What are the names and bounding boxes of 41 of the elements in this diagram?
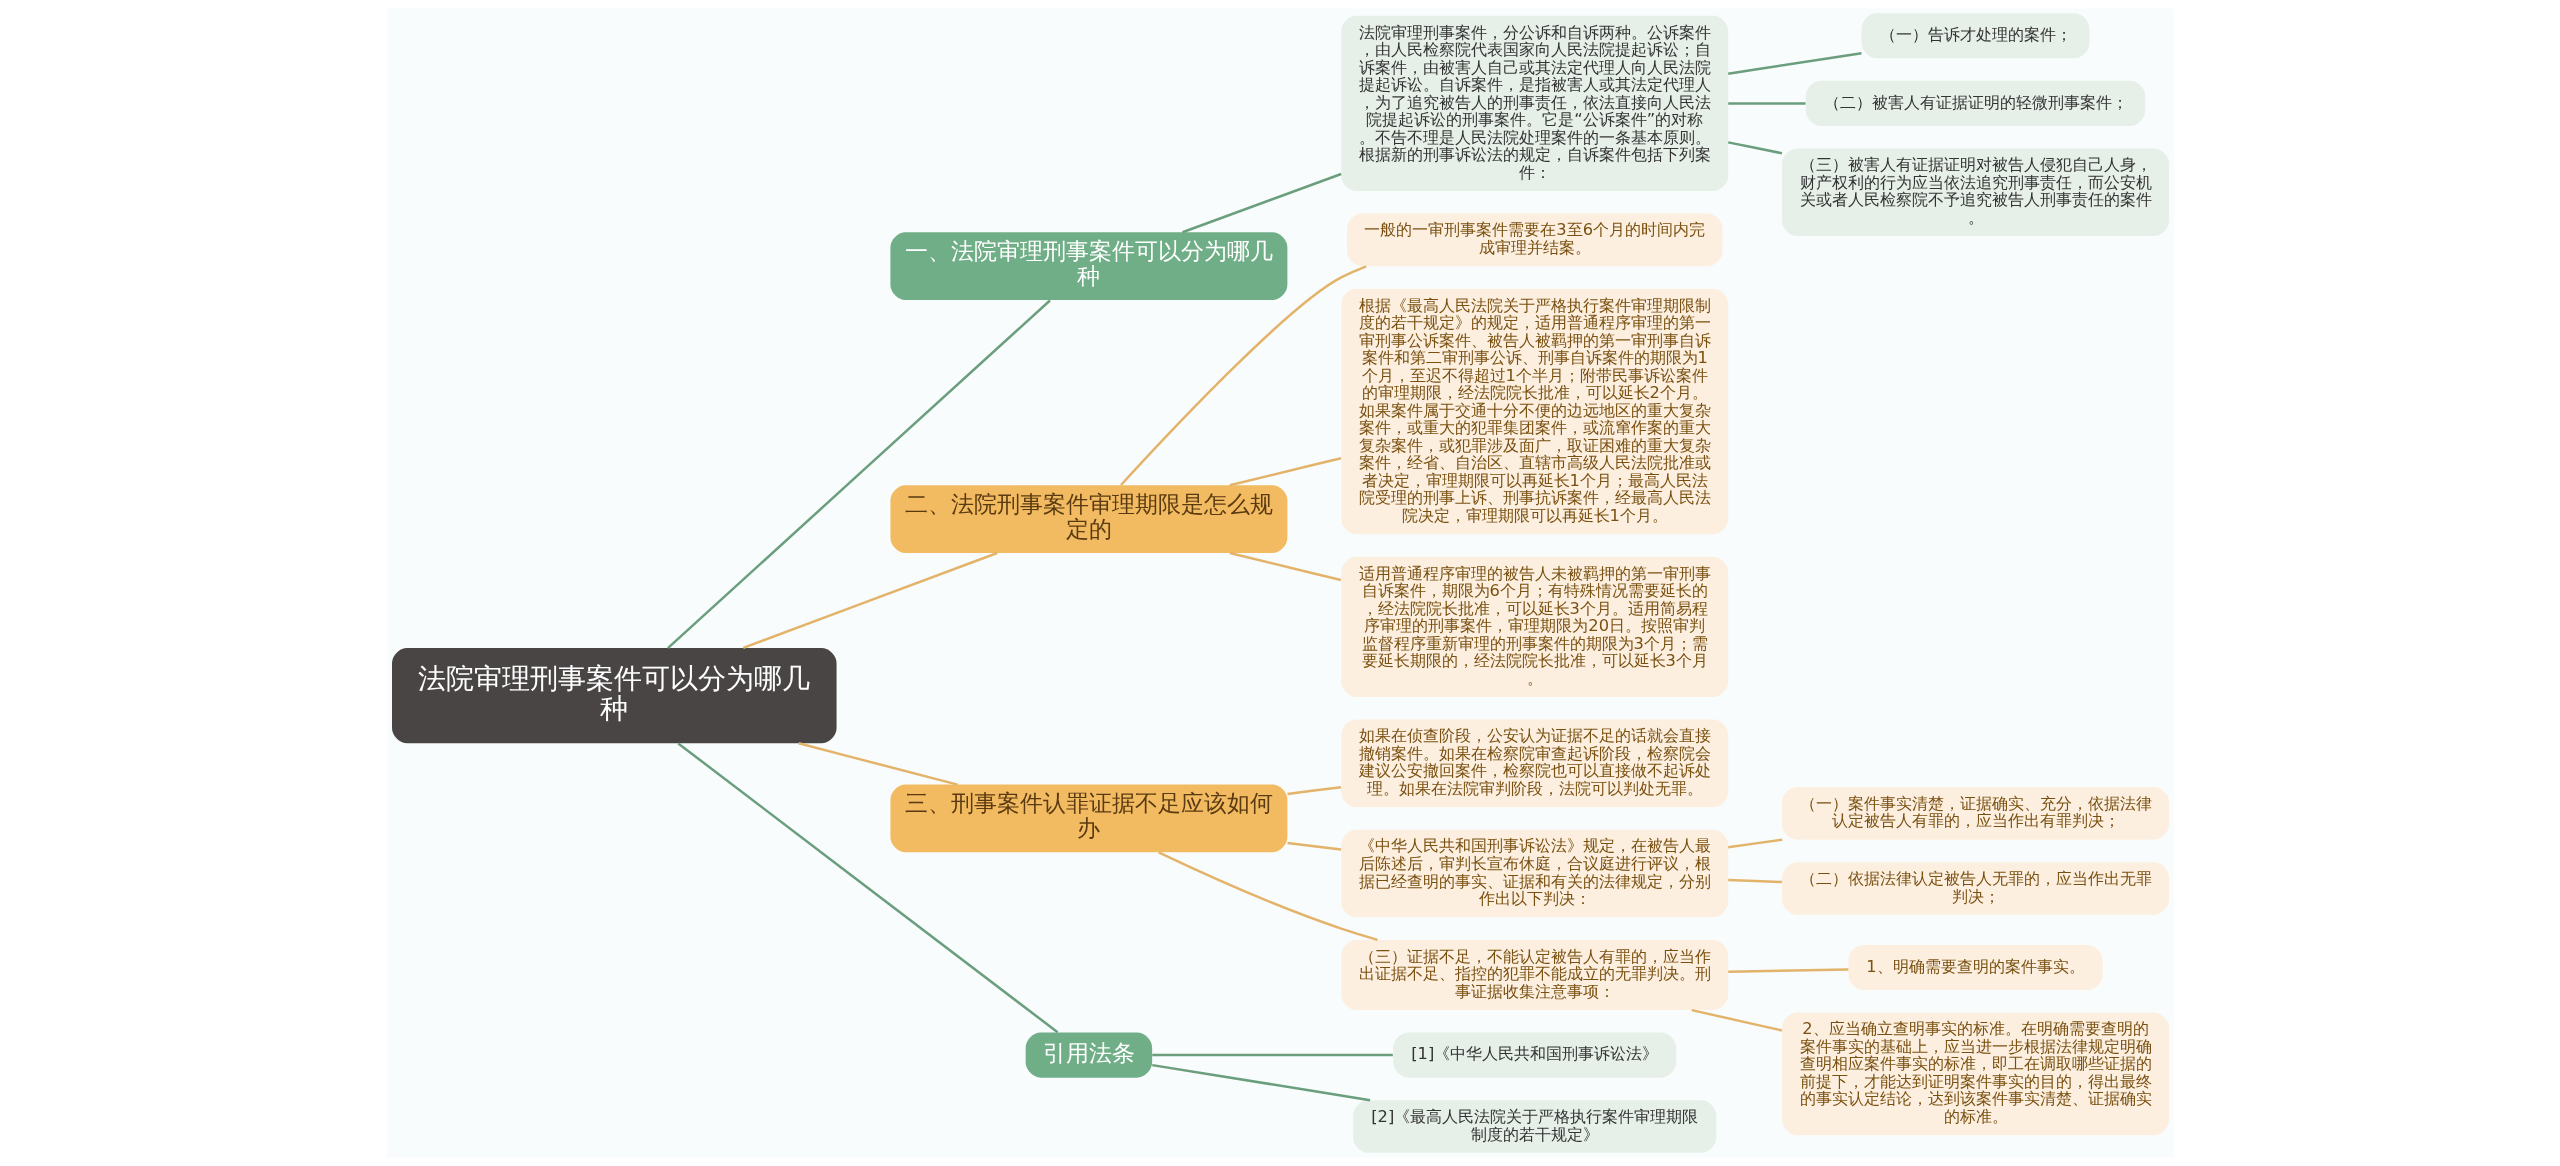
connector (1151, 1063, 1370, 1102)
node-box: [1]《中华人民共和国刑事诉讼法》 (1392, 1032, 1676, 1078)
node-box: （二）依据法律认定被告人无罪的，应当作出无罪判决； (1781, 862, 2169, 915)
connector (1157, 851, 1378, 942)
node-box: （二）被害人有证据证明的轻微刑事案件； (1805, 80, 2145, 126)
connector (666, 299, 1051, 649)
node-box: 法院审理刑事案件可以分为哪几种 (391, 648, 837, 744)
connector (676, 742, 1058, 1034)
node-box: （三）证据不足，不能认定被告人有罪的，应当作出证据不足、指控的犯罪不能成立的无罪判决。刑事证据收集注意事项： (1340, 939, 1728, 1011)
node-box: 适用普通程序审理的被告人未被羁押的第一审刑事自诉案件，期限为6个月；有特殊情况需要延长的，经法院院长批准，可以延长3个月。适用简易程序审理的刑事案件，审理期限为20日。按照审判监督程序重新审理的刑事案件的期限为3个月；需要延长期限的，经法院院长批准，可以延长3个月。 (1340, 556, 1728, 697)
node-box: 法院审理刑事案件，分公诉和自诉两种。公诉案件，由人民检察院代表国家向人民法院提起诉讼；自诉案件，由被害人自己或其法定代理人向人民法院提起诉讼。自诉案件，是指被害人或其法定代理人，为了追究被告人的刑事责任，依法直接向人民法院提起诉讼的刑事案件。它是“公诉案件”的对称。不告不理是人民法院处理案件的一条基本原则。根据新的刑事诉讼法的规定，自诉案件包括下列案件： (1340, 15, 1728, 192)
node-box: 1、明确需要查明的案件事实。 (1847, 944, 2103, 990)
node-box: 二、法院刑事案件审理期限是怎么规定的 (889, 485, 1287, 553)
node-box: （一）案件事实清楚，证据确实、充分，依据法律认定被告人有罪的，应当作出有罪判决； (1781, 787, 2169, 840)
node-box: 三、刑事案件认罪证据不足应该如何办 (889, 784, 1287, 853)
node-box: 如果在侦查阶段，公安认为证据不足的话就会直接撤销案件。如果在检察院审查起诉阶段，检察院会建议公安撤回案件，检察院也可以直接做不起诉处理。如果在法院审判阶段，法院可以判处无罪。 (1340, 719, 1728, 808)
connector (1229, 457, 1341, 487)
connector (1229, 551, 1341, 582)
connector (1286, 841, 1341, 851)
node-box: [2]《最高人民法院关于严格执行案件审理期限制度的若干规定》 (1352, 1100, 1716, 1153)
connector (742, 551, 998, 650)
connector (1727, 968, 1848, 973)
connector (1181, 172, 1342, 234)
connector (1119, 265, 1367, 486)
node-box: 一般的一审刑事案件需要在3至6个月的时间内完成审理并结案。 (1346, 213, 1723, 267)
node-box: （三）被害人有证据证明对被告人侵犯自己人身，财产权利的行为应当依法追究刑事责任，而公安机关或者人民检察院不予追究被告人刑事责任的案件。 (1781, 148, 2169, 237)
connector (1286, 786, 1341, 796)
node-box: 《中华人民共和国刑事诉讼法》规定，在被告人最后陈述后，审判长宣布休庭，合议庭进行评议，根据已经查明的事实、证据和有关的法律规定，分别作出以下判决： (1340, 829, 1728, 918)
node-box: 引用法条 (1025, 1032, 1152, 1078)
connector (1727, 878, 1782, 884)
node-box: 2、应当确立查明事实的标准。在明确需要查明的案件事实的基础上，应当进一步根据法律规定明确查明相应案件事实的标准，即工在调取哪些证据的前提下，才能达到证明案件事实的目的，得出最终的事实认定结论，达到该案件事实清楚、证据确实的标准。 (1781, 1012, 2169, 1136)
node-box: （一）告诉才处理的案件； (1861, 13, 2089, 59)
connector (1727, 102, 1806, 105)
connector (1151, 1053, 1393, 1057)
connector (1690, 1008, 1782, 1032)
node-box: 一、法院审理刑事案件可以分为哪几种 (889, 232, 1287, 300)
connector (1727, 838, 1782, 849)
connector (797, 742, 958, 786)
node-box: 根据《最高人民法院关于严格执行案件审理期限制度的若干规定》的规定，适用普通程序审理的第一审刑事公诉案件、被告人被羁押的第一审刑事自诉案件和第二审刑事公诉、刑事自诉案件的期限为1个月，至迟不得超过1个半月；附带民事诉讼案件的审理期限，经法院院长批准，可以延长2个月。如果案件属于交通十分不便的边远地区的重大复杂案件，或重大的犯罪集团案件，或流窜作案的重大复杂案件，或犯罪涉及面广，取证困难的重大复杂案件，经省、自治区、直辖市高级人民法院批准或者决定，审理期限可以再延长1个月；最高人民法院受理的刑事上诉、刑事抗诉案件，经最高人民法院决定，审理期限可以再延长1个月。 (1340, 288, 1728, 535)
connector (1727, 51, 1862, 75)
connector (1727, 141, 1782, 155)
